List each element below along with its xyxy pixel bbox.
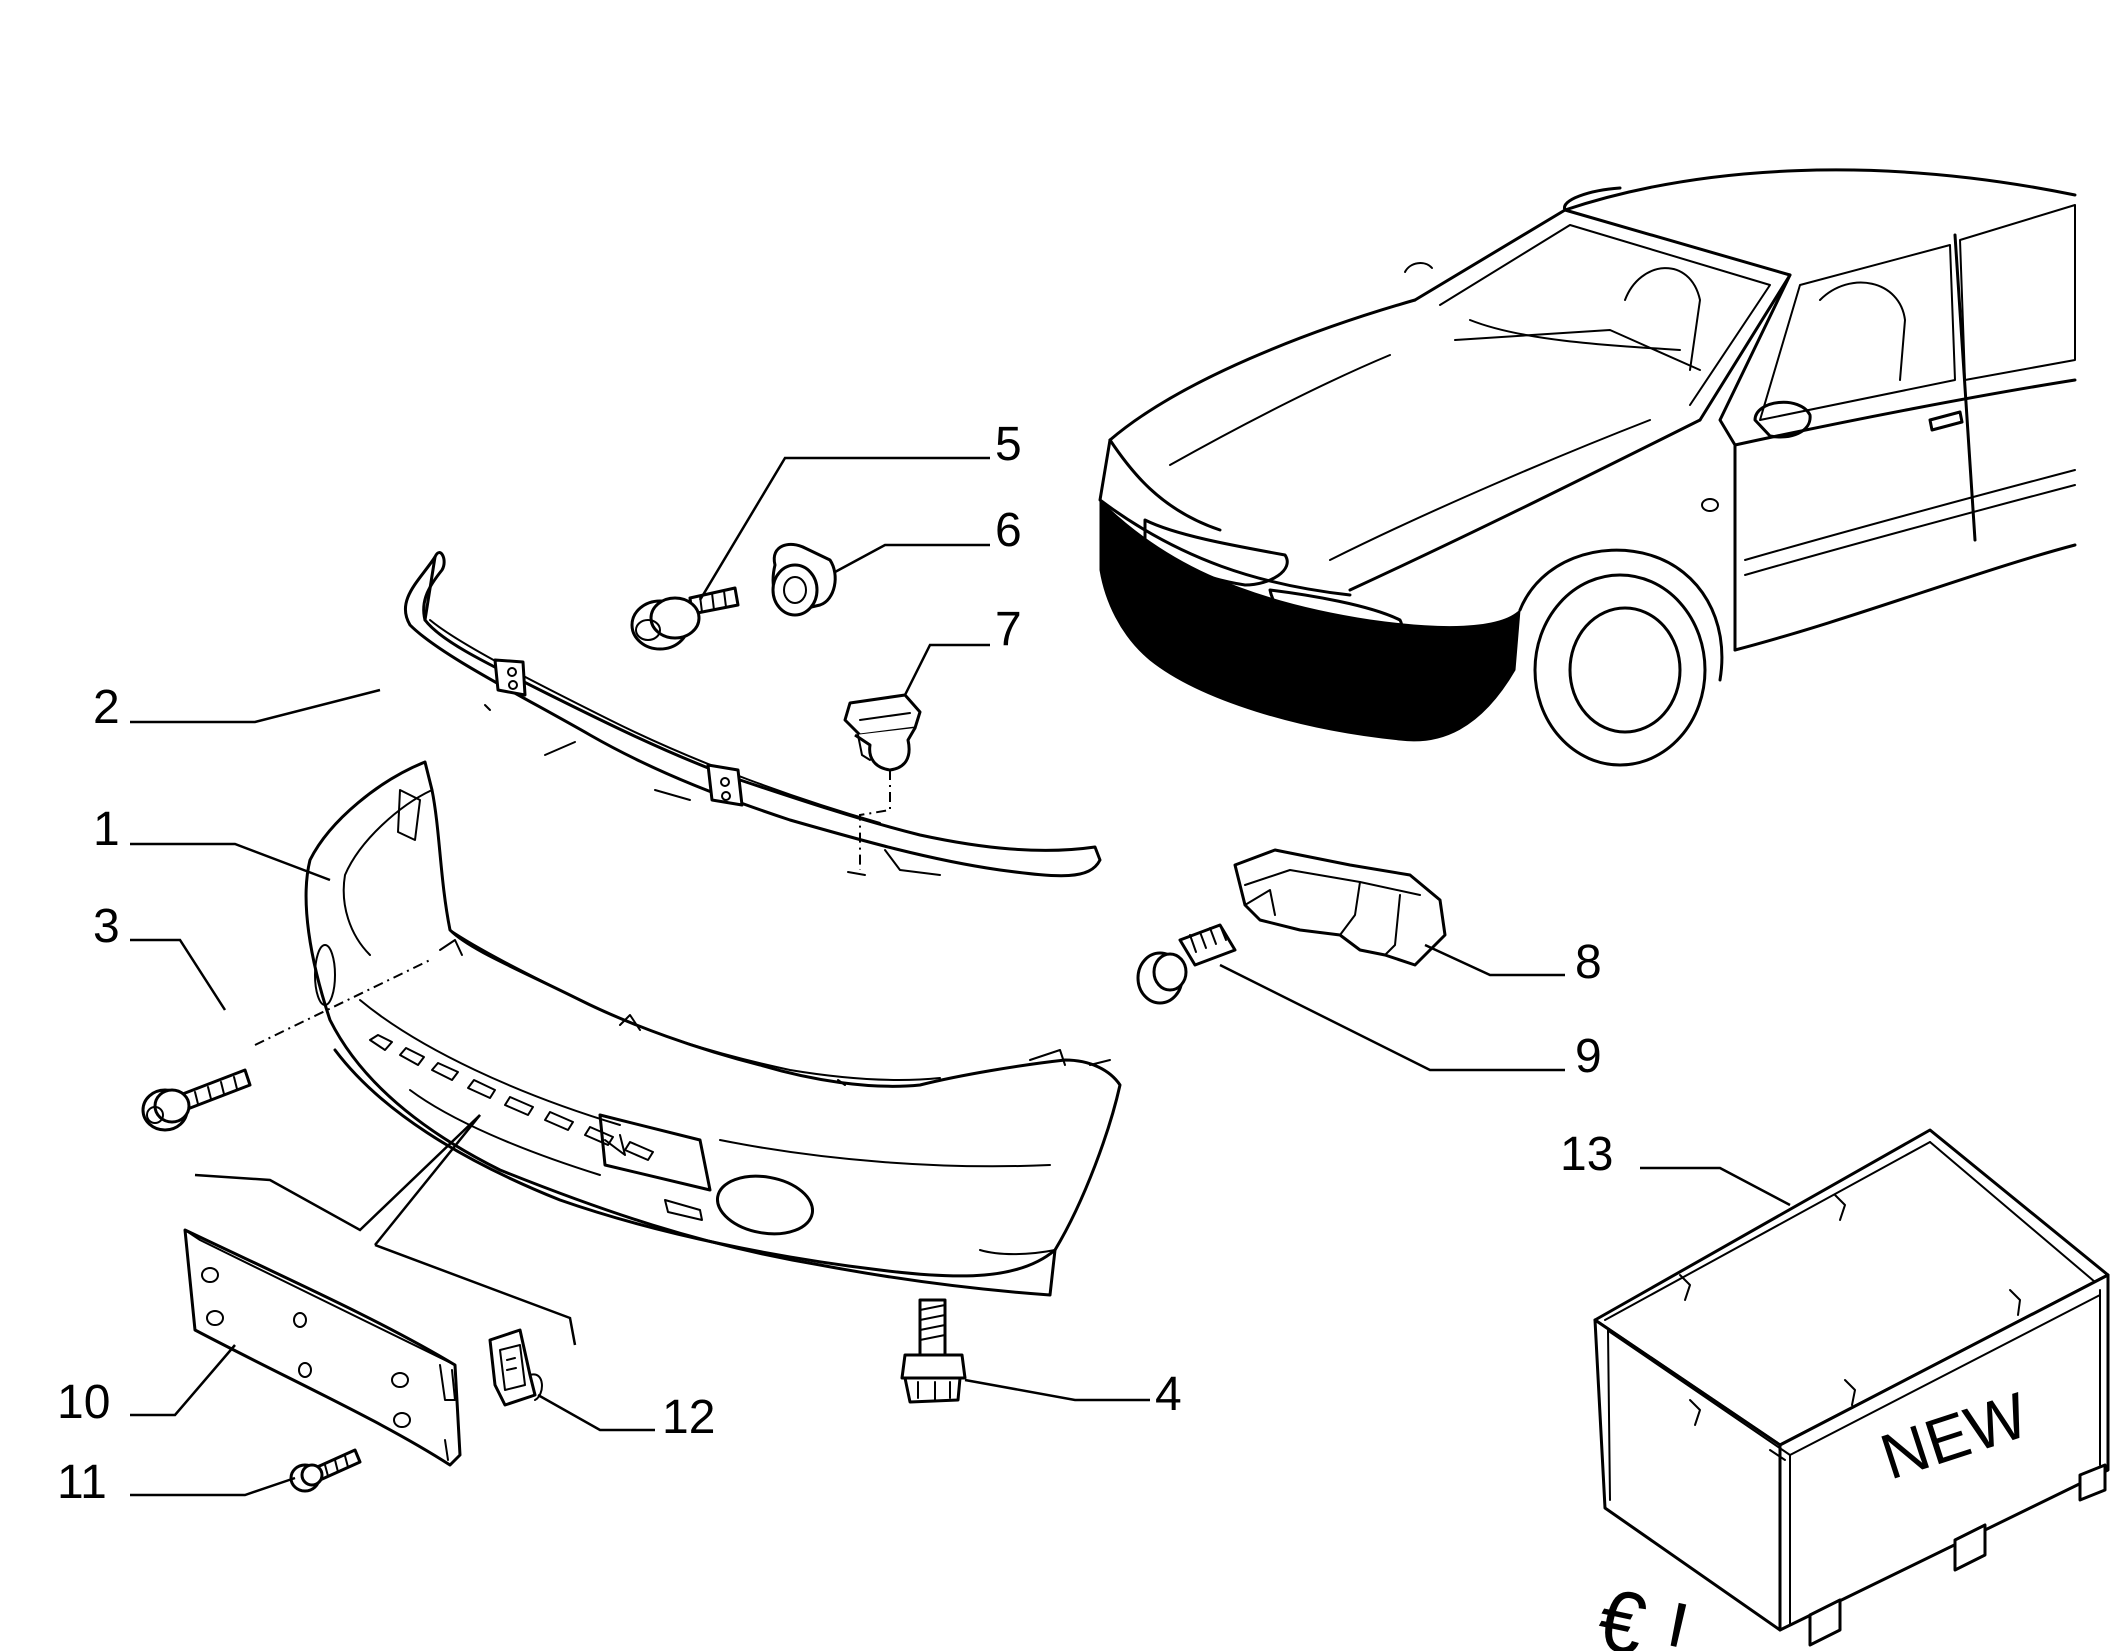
part-2-bumper-beam bbox=[403, 551, 1102, 878]
callout-5: 5 bbox=[995, 418, 1022, 471]
part-7-clip bbox=[843, 693, 922, 772]
callout-2: 2 bbox=[93, 681, 120, 734]
part-9-push-pin bbox=[1136, 923, 1237, 1005]
part-8-housing bbox=[1233, 848, 1447, 967]
callout-labels: 1 2 3 4 5 6 7 8 9 10 11 12 13 bbox=[57, 418, 1613, 1509]
part-4-bolt bbox=[900, 1298, 967, 1404]
callout-12: 12 bbox=[662, 1391, 715, 1444]
callout-8: 8 bbox=[1575, 936, 1602, 989]
callout-10: 10 bbox=[57, 1376, 110, 1429]
car-illustration bbox=[1098, 168, 2077, 767]
callout-9: 9 bbox=[1575, 1030, 1602, 1083]
part-13-crate: NEW € ! bbox=[1590, 1128, 2110, 1651]
callout-11: 11 bbox=[57, 1456, 107, 1509]
part-1-bumper-cover bbox=[304, 760, 1122, 1297]
callout-1: 1 bbox=[93, 803, 120, 856]
part-6-cap bbox=[771, 542, 837, 617]
callout-13: 13 bbox=[1560, 1128, 1613, 1181]
part-5-pin bbox=[630, 586, 740, 651]
part-12-clip-nut bbox=[488, 1328, 543, 1407]
leader-lines bbox=[130, 456, 1791, 1497]
part-3-screw bbox=[141, 1068, 252, 1132]
callout-4: 4 bbox=[1155, 1368, 1182, 1421]
part-11-small-screw bbox=[289, 1448, 362, 1493]
callout-6: 6 bbox=[995, 504, 1022, 557]
callout-7: 7 bbox=[995, 603, 1022, 656]
callout-3: 3 bbox=[93, 900, 120, 953]
crate-price-label: € ! bbox=[1590, 1569, 1697, 1651]
part-10-plate-holder bbox=[183, 1228, 462, 1467]
